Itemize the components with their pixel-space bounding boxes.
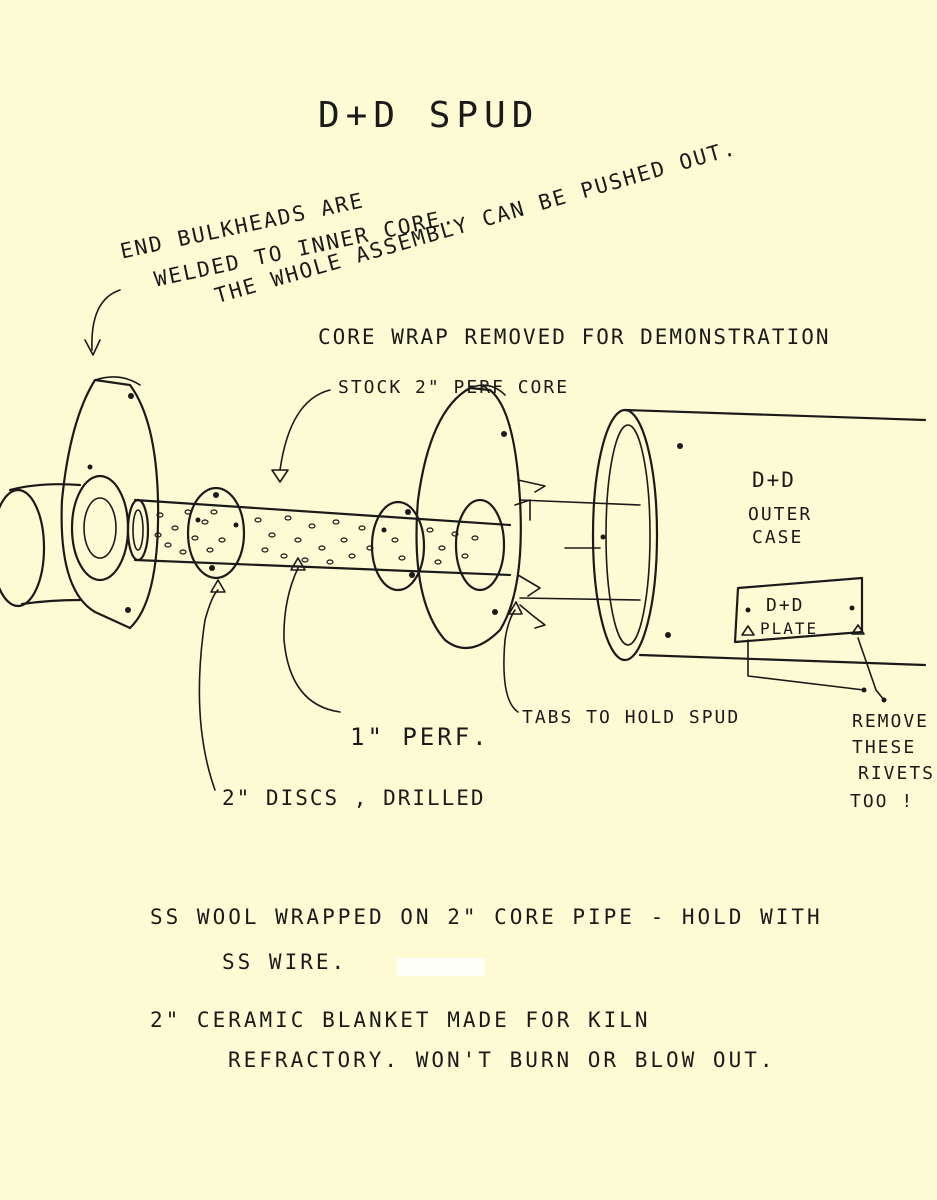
note-line-3: 2" CERAMIC BLANKET MADE FOR KILN [150, 1008, 651, 1032]
disc-right [370, 500, 426, 592]
left-bulkhead [60, 376, 160, 630]
perf-core-label: STOCK 2" PERF CORE [338, 377, 570, 398]
outer-case [519, 408, 927, 667]
note-line-1: SS WOOL WRAPPED ON 2" CORE PIPE - HOLD W… [150, 905, 823, 929]
plate-label-2: PLATE [760, 619, 819, 638]
tabs-label: TABS TO HOLD SPUD [522, 707, 741, 728]
note-line-2: SS WIRE. [222, 950, 348, 974]
redacted-mark [397, 958, 485, 976]
note-line-4: REFRACTORY. WON'T BURN OR BLOW OUT. [228, 1048, 776, 1072]
dd-plate [733, 576, 865, 644]
perf-holes-right [426, 527, 479, 565]
rivets-label-3: RIVETS [858, 763, 936, 784]
plate-label-1: D+D [766, 595, 805, 616]
inlet-pipe [0, 483, 82, 608]
right-bulkhead [415, 384, 546, 650]
inner-core [126, 498, 512, 577]
rivets-label-1: REMOVE [852, 711, 930, 732]
page-title: D+D SPUD [318, 95, 540, 136]
outer-case-label-3: CASE [752, 527, 804, 548]
outer-case-label-2: OUTER [748, 504, 813, 525]
core-wrap-label: CORE WRAP REMOVED FOR DEMONSTRATION [318, 325, 831, 349]
rivets-label-2: THESE [852, 737, 917, 758]
perf-holes-middle [254, 515, 374, 565]
one-inch-perf-label: 1" PERF. [350, 723, 490, 751]
rivets-label-4: TOO ! [850, 791, 915, 812]
outer-case-label-1: D+D [752, 468, 796, 492]
disc-left [186, 486, 246, 580]
discs-label: 2" DISCS , DRILLED [222, 786, 486, 810]
perf-holes-left [154, 509, 209, 555]
leader-lines [84, 289, 887, 791]
